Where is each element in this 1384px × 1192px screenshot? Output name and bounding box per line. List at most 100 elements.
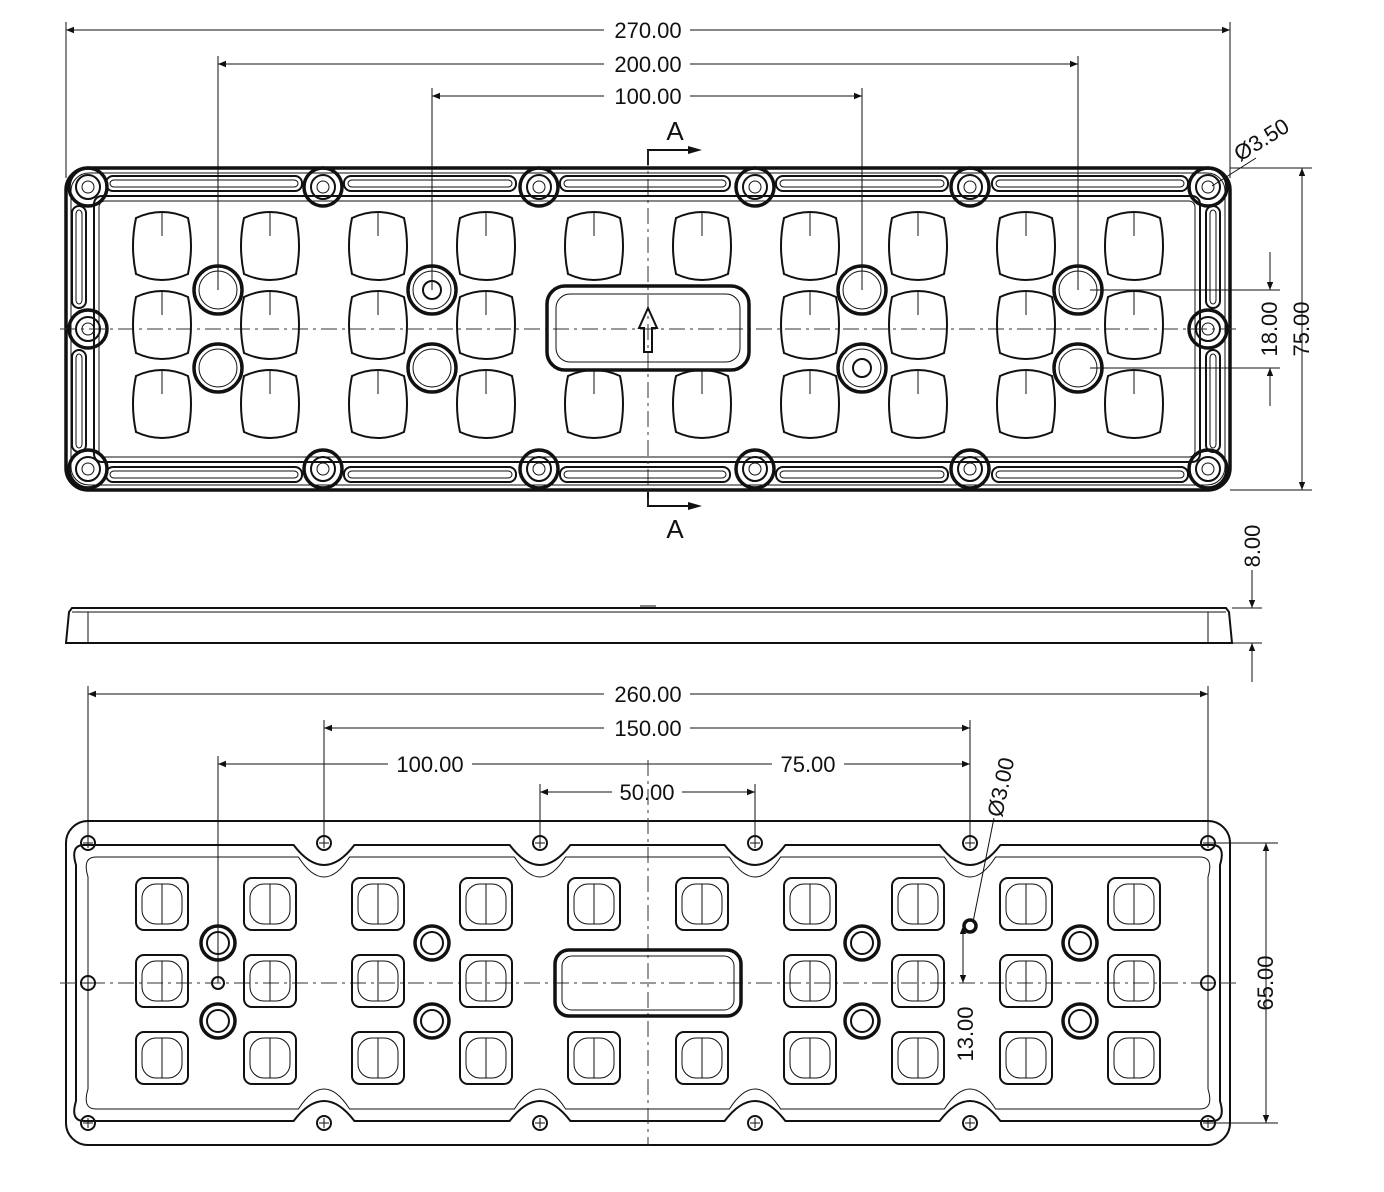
- lens: [1104, 290, 1164, 360]
- screw-hole: [302, 448, 344, 490]
- lens: [135, 877, 189, 931]
- mounting-hole: [962, 1115, 978, 1131]
- section-marker-top: A: [647, 116, 702, 165]
- mounting-slot: [71, 205, 87, 309]
- dim-text-75: 75.00: [1289, 301, 1314, 356]
- boss: [836, 342, 888, 394]
- bottom-holes: [80, 835, 1216, 1131]
- screw-hole: [518, 166, 560, 208]
- dim-text-260: 260.00: [614, 682, 681, 707]
- lens: [459, 954, 513, 1008]
- boss: [1061, 924, 1099, 962]
- lens: [456, 369, 516, 439]
- dim-text-150: 150.00: [614, 716, 681, 741]
- lens: [675, 1031, 729, 1085]
- screw-hole: [734, 448, 776, 490]
- lens: [456, 290, 516, 360]
- screw-hole: [67, 448, 109, 490]
- lens: [672, 211, 732, 281]
- lens: [999, 1031, 1053, 1085]
- lens: [348, 290, 408, 360]
- dim-text-50: 50.00: [619, 780, 674, 805]
- boss: [1052, 342, 1104, 394]
- lens: [135, 954, 189, 1008]
- boss: [192, 264, 244, 316]
- mounting-slot: [559, 466, 731, 483]
- boss: [836, 264, 888, 316]
- lens: [891, 1031, 945, 1085]
- lens: [675, 877, 729, 931]
- boss: [199, 924, 237, 962]
- dim-text-100: 100.00: [614, 84, 681, 109]
- boss: [406, 342, 458, 394]
- mounting-slot: [559, 175, 731, 192]
- bottom-center-window: [553, 948, 743, 1018]
- lens: [888, 211, 948, 281]
- mounting-hole: [1200, 835, 1216, 851]
- bottom-lenses: [135, 877, 1161, 1085]
- lens: [132, 211, 192, 281]
- mounting-slot: [991, 175, 1189, 192]
- lens: [459, 1031, 513, 1085]
- lens: [1104, 369, 1164, 439]
- mounting-hole: [747, 835, 763, 851]
- top-lenses: [132, 211, 1164, 439]
- lens: [135, 1031, 189, 1085]
- mounting-hole: [747, 1115, 763, 1131]
- screw-hole: [1187, 166, 1229, 208]
- dim-text-18: 18.00: [1257, 301, 1282, 356]
- lens: [351, 954, 405, 1008]
- top-screws: [67, 166, 1229, 490]
- lens: [1107, 954, 1161, 1008]
- dim-text-270: 270.00: [614, 18, 681, 43]
- lens: [891, 877, 945, 931]
- mounting-slot: [775, 175, 949, 192]
- mounting-slot: [1205, 349, 1221, 453]
- mounting-hole: [80, 1115, 96, 1131]
- bottom-bosses: [199, 924, 1099, 1040]
- lens: [888, 290, 948, 360]
- lens: [240, 290, 300, 360]
- screw-hole: [67, 166, 109, 208]
- lens: [780, 369, 840, 439]
- dim-text-hole-300: Ø3.00: [982, 755, 1019, 819]
- mounting-hole: [316, 835, 332, 851]
- pin-hole: [211, 976, 225, 990]
- svg-text:A: A: [666, 514, 684, 544]
- lens: [996, 211, 1056, 281]
- top-view: 270.00 200.00 100.00 Ø3.50 18.00 75.00 A…: [60, 17, 1314, 544]
- lens: [456, 211, 516, 281]
- lens: [1107, 1031, 1161, 1085]
- svg-text:A: A: [666, 116, 684, 146]
- lens: [996, 290, 1056, 360]
- dim-text-65: 65.00: [1253, 955, 1278, 1010]
- lens: [567, 877, 621, 931]
- screw-hole: [67, 308, 109, 350]
- lens: [780, 211, 840, 281]
- lens: [783, 877, 837, 931]
- leader-hole-300: [972, 817, 995, 923]
- screw-hole: [302, 166, 344, 208]
- screw-hole: [734, 166, 776, 208]
- lens: [348, 369, 408, 439]
- lens: [132, 290, 192, 360]
- lens: [999, 954, 1053, 1008]
- mounting-slot: [105, 466, 303, 483]
- dim-text-hole-350: Ø3.50: [1229, 113, 1293, 166]
- dim-text-75-bottom: 75.00: [780, 752, 835, 777]
- boss: [843, 1002, 881, 1040]
- lens: [1104, 211, 1164, 281]
- dim-text-13: 13.00: [953, 1006, 978, 1061]
- lens: [243, 877, 297, 931]
- mounting-hole: [532, 835, 548, 851]
- lens: [243, 1031, 297, 1085]
- mounting-hole: [1200, 975, 1216, 991]
- screw-hole: [1187, 308, 1229, 350]
- lens: [567, 1031, 621, 1085]
- boss: [413, 924, 451, 962]
- mounting-hole: [80, 975, 96, 991]
- mounting-slot: [775, 466, 949, 483]
- top-center-window: [545, 284, 751, 372]
- lens: [780, 290, 840, 360]
- lens: [783, 954, 837, 1008]
